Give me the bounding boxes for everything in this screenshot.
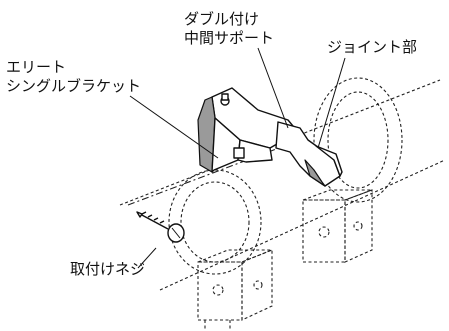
left-mount-block <box>197 249 273 330</box>
mounting-screw <box>136 211 185 243</box>
left-ring-outer <box>168 169 262 275</box>
middle-support <box>275 121 343 187</box>
leader-screw <box>137 247 157 269</box>
leader-joint <box>317 57 346 149</box>
label-joint: ジョイント部 <box>327 38 418 56</box>
label-single-bracket-line1: エリート <box>6 58 67 76</box>
right-ring-outer <box>313 77 403 203</box>
label-screw: 取付けネジ <box>70 260 146 278</box>
screw-axis-line <box>127 139 301 206</box>
leader-bracket <box>129 95 219 159</box>
leader-support <box>257 47 289 129</box>
label-middle-support-line1: ダブル付け <box>184 10 260 28</box>
label-middle-support-line2: 中間サポート <box>184 29 275 47</box>
left-ring-inner <box>180 181 250 263</box>
label-single-bracket-line2: シングルブラケット <box>6 77 142 95</box>
label-single-bracket: エリート シングルブラケット <box>6 58 141 96</box>
label-middle-support: ダブル付け 中間サポート <box>184 10 274 48</box>
right-mount-block <box>302 189 373 263</box>
right-ring-inner <box>327 91 389 189</box>
